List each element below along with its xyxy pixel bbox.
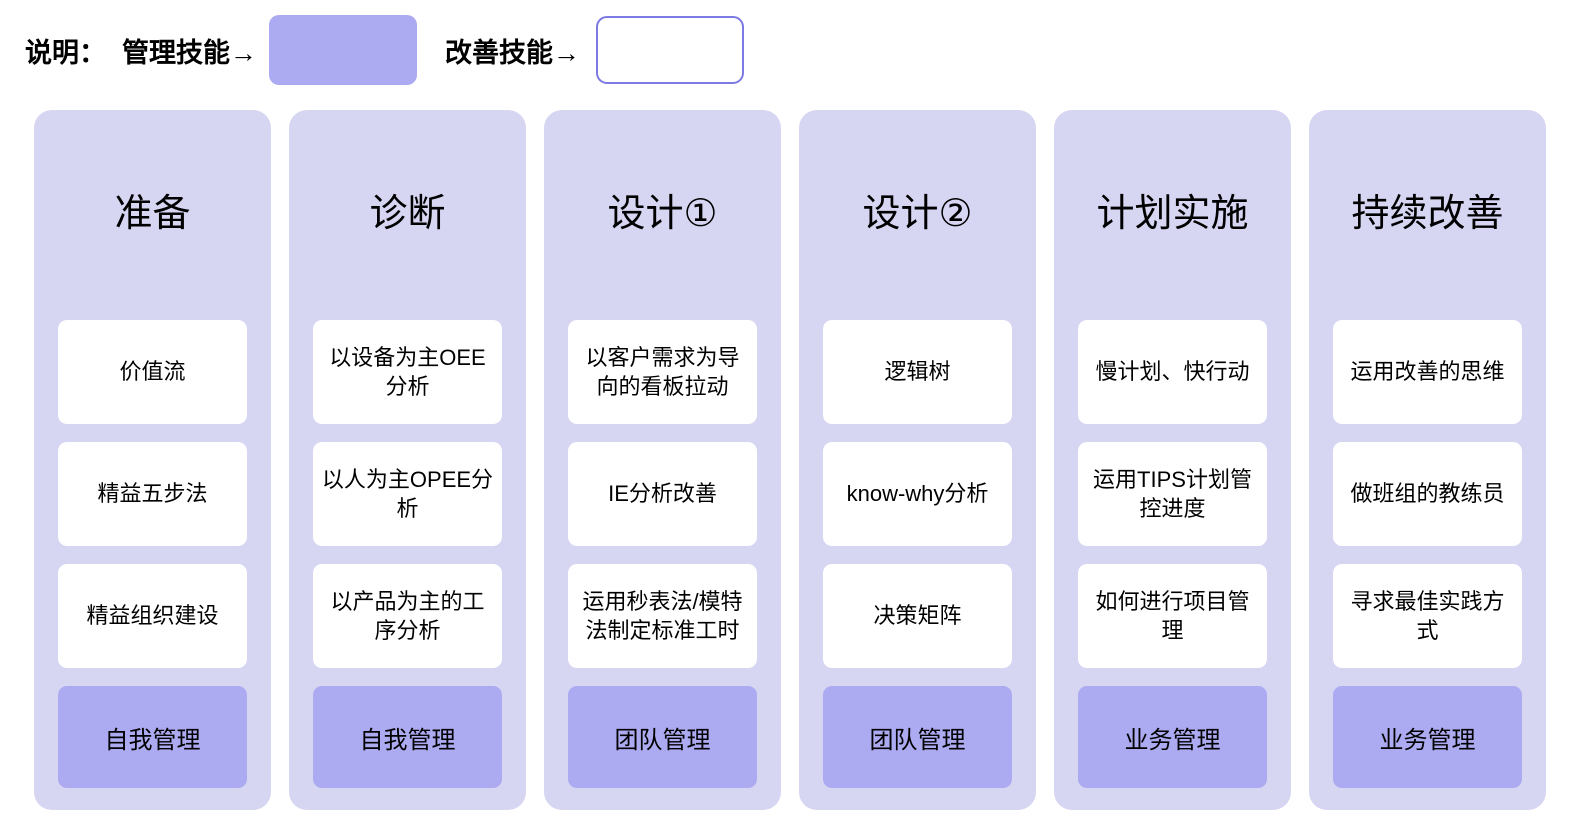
skill-card[interactable]: 逻辑树 [823, 320, 1012, 424]
skill-card[interactable]: 运用TIPS计划管控进度 [1078, 442, 1267, 546]
legend-swatch-improvement-skill [596, 16, 744, 84]
management-skill-card[interactable]: 团队管理 [823, 686, 1012, 788]
phase-column-diagnosis[interactable]: 诊断 以设备为主OEE分析 以人为主OPEE分析 以产品为主的工序分析 自我管理 [289, 110, 526, 810]
column-title: 设计① [607, 193, 718, 235]
skill-card[interactable]: 运用改善的思维 [1333, 320, 1522, 424]
phase-column-preparation[interactable]: 准备 价值流 精益五步法 精益组织建设 自我管理 [34, 110, 271, 810]
column-card-list: 价值流 精益五步法 精益组织建设 [58, 320, 247, 668]
skill-card[interactable]: 决策矩阵 [823, 564, 1012, 668]
skill-card[interactable]: 价值流 [58, 320, 247, 424]
skill-card[interactable]: IE分析改善 [568, 442, 757, 546]
skill-card[interactable]: 精益组织建设 [58, 564, 247, 668]
column-card-list: 逻辑树 know-why分析 决策矩阵 [823, 320, 1012, 668]
phase-column-design-one[interactable]: 设计① 以客户需求为导向的看板拉动 IE分析改善 运用秒表法/模特法制定标准工时… [544, 110, 781, 810]
skill-card[interactable]: 做班组的教练员 [1333, 442, 1522, 546]
phase-column-plan-implementation[interactable]: 计划实施 慢计划、快行动 运用TIPS计划管控进度 如何进行项目管理 业务管理 [1054, 110, 1291, 810]
skill-card[interactable]: 以客户需求为导向的看板拉动 [568, 320, 757, 424]
column-title: 持续改善 [1351, 193, 1504, 235]
legend-label-improvement-skill: 改善技能→ [445, 37, 580, 68]
legend-prefix-label: 说明： [25, 37, 106, 68]
column-card-list: 以客户需求为导向的看板拉动 IE分析改善 运用秒表法/模特法制定标准工时 [568, 320, 757, 668]
skill-card[interactable]: 以人为主OPEE分析 [313, 442, 502, 546]
column-title: 设计② [862, 193, 973, 235]
skill-card[interactable]: 精益五步法 [58, 442, 247, 546]
legend-label-management-skill: 管理技能→ [122, 37, 257, 68]
skill-card[interactable]: 如何进行项目管理 [1078, 564, 1267, 668]
skill-card[interactable]: 慢计划、快行动 [1078, 320, 1267, 424]
skill-card[interactable]: 寻求最佳实践方式 [1333, 564, 1522, 668]
management-skill-card[interactable]: 团队管理 [568, 686, 757, 788]
column-card-list: 以设备为主OEE分析 以人为主OPEE分析 以产品为主的工序分析 [313, 320, 502, 668]
management-skill-card[interactable]: 自我管理 [313, 686, 502, 788]
column-title: 诊断 [369, 193, 446, 235]
column-card-list: 慢计划、快行动 运用TIPS计划管控进度 如何进行项目管理 [1078, 320, 1267, 668]
column-title: 准备 [114, 193, 191, 235]
legend-swatch-management-skill [269, 15, 417, 85]
skill-card[interactable]: 以产品为主的工序分析 [313, 564, 502, 668]
column-title: 计划实施 [1096, 193, 1249, 235]
skill-card[interactable]: 运用秒表法/模特法制定标准工时 [568, 564, 757, 668]
phase-board: 准备 价值流 精益五步法 精益组织建设 自我管理 诊断 以设备为主OEE分析 以… [34, 110, 1546, 810]
legend-bar: 说明： 管理技能→ 改善技能→ [0, 0, 1578, 100]
management-skill-card[interactable]: 自我管理 [58, 686, 247, 788]
management-skill-card[interactable]: 业务管理 [1078, 686, 1267, 788]
skill-card[interactable]: 以设备为主OEE分析 [313, 320, 502, 424]
column-card-list: 运用改善的思维 做班组的教练员 寻求最佳实践方式 [1333, 320, 1522, 668]
management-skill-card[interactable]: 业务管理 [1333, 686, 1522, 788]
phase-column-design-two[interactable]: 设计② 逻辑树 know-why分析 决策矩阵 团队管理 [799, 110, 1036, 810]
skill-card[interactable]: know-why分析 [823, 442, 1012, 546]
phase-column-continuous-improvement[interactable]: 持续改善 运用改善的思维 做班组的教练员 寻求最佳实践方式 业务管理 [1309, 110, 1546, 810]
